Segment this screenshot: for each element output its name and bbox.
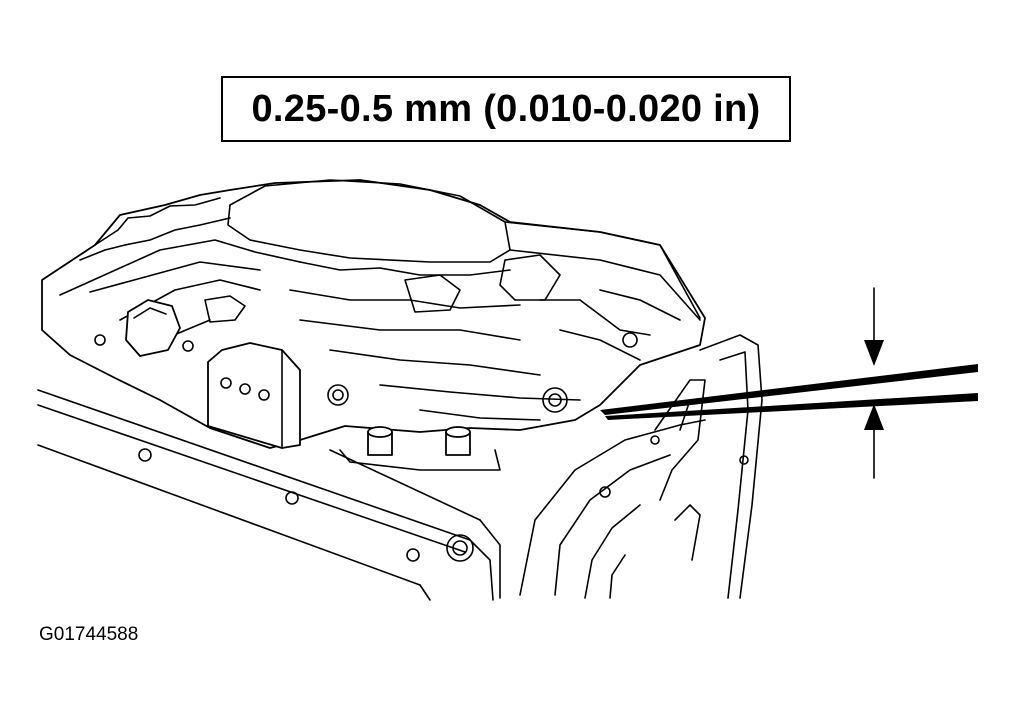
figure-id: G01744588 xyxy=(39,624,139,645)
hex-bolt xyxy=(125,299,181,357)
front-plate xyxy=(207,342,301,449)
studs xyxy=(339,426,501,471)
feeler-gauge xyxy=(600,364,978,420)
clearance-spec-label: 0.25-0.5 mm (0.010-0.020 in) xyxy=(221,76,791,142)
engine-block xyxy=(37,389,501,601)
dimension-arrows-icon xyxy=(864,287,884,479)
clearance-spec-text: 0.25-0.5 mm (0.010-0.020 in) xyxy=(251,87,761,130)
